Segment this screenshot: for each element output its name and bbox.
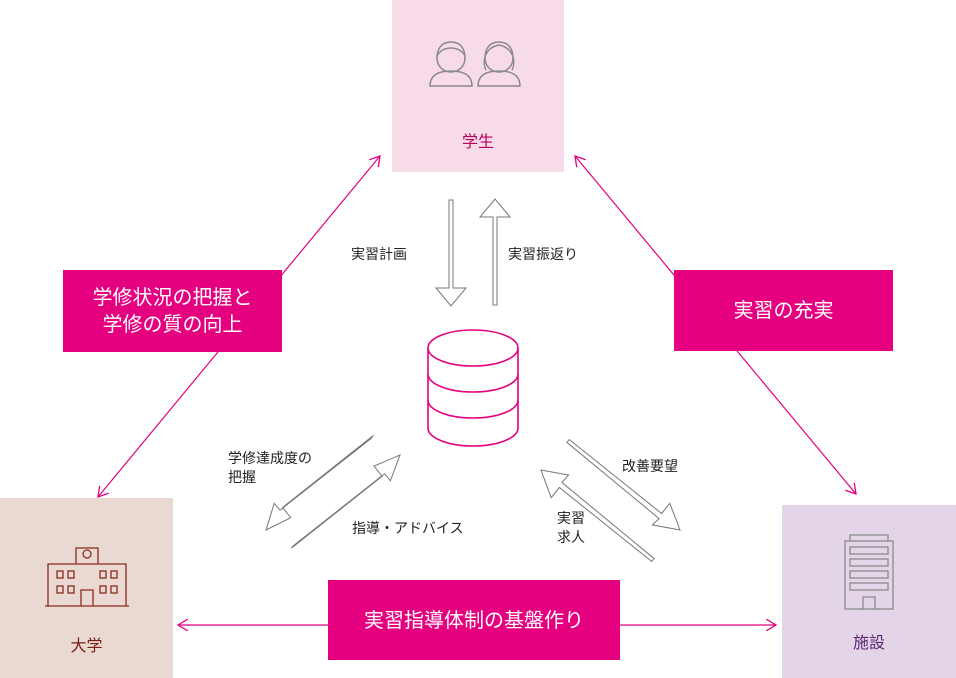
student-node: 学生 — [392, 0, 564, 172]
office-building-icon — [844, 534, 894, 610]
achievement-flow-label: 学修達成度の 把握 — [228, 451, 312, 486]
university-facility-relation-box: 実習指導体制の基盤作り — [328, 580, 620, 660]
university-student-relation-label: 学修状況の把握と 学修の質の向上 — [92, 285, 253, 336]
university-label: 大学 — [70, 636, 103, 655]
university-building-icon — [45, 547, 129, 607]
achievement-arrow — [265, 435, 374, 531]
student-facility-relation-box: 実習の充実 — [674, 270, 893, 351]
student-label: 学生 — [461, 132, 494, 151]
facility-node: 施設 — [782, 505, 956, 678]
student-facility-relation-label: 実習の充実 — [733, 298, 834, 322]
improvement-request-arrow — [566, 438, 681, 531]
plan-flow-label: 実習計画 — [351, 247, 407, 263]
database-icon — [427, 329, 519, 447]
plan-arrow — [434, 199, 468, 307]
guidance-flow-label: 指導・アドバイス — [352, 521, 464, 537]
university-facility-relation-label: 実習指導体制の基盤作り — [364, 607, 584, 632]
university-student-relation-box: 学修状況の把握と 学修の質の向上 — [63, 270, 282, 352]
guidance-arrow — [290, 454, 401, 549]
facility-label: 施設 — [852, 633, 885, 652]
reflection-arrow — [478, 198, 512, 306]
students-icon — [429, 41, 521, 87]
reflection-flow-label: 実習振返り — [508, 247, 578, 263]
recruitment-flow-label: 実習 求人 — [557, 511, 585, 546]
improvement-request-flow-label: 改善要望 — [622, 459, 678, 475]
university-node: 大学 — [0, 498, 173, 678]
recruitment-arrow — [540, 469, 655, 563]
